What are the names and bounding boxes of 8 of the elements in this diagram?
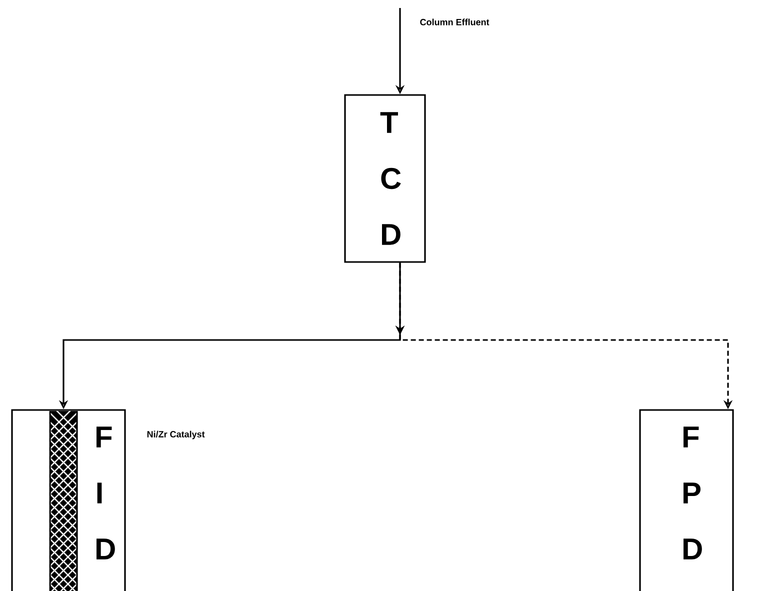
detector-box bbox=[344, 94, 426, 263]
detector-box bbox=[639, 409, 734, 591]
detector-box bbox=[11, 409, 126, 591]
node-label: F I D bbox=[96, 426, 115, 560]
node-label: Ni/Zr Catalyst bbox=[147, 430, 205, 440]
edge-label: Column Effluent bbox=[420, 18, 490, 26]
node-label: F P D bbox=[684, 426, 702, 560]
node-label: T C D bbox=[380, 112, 401, 245]
